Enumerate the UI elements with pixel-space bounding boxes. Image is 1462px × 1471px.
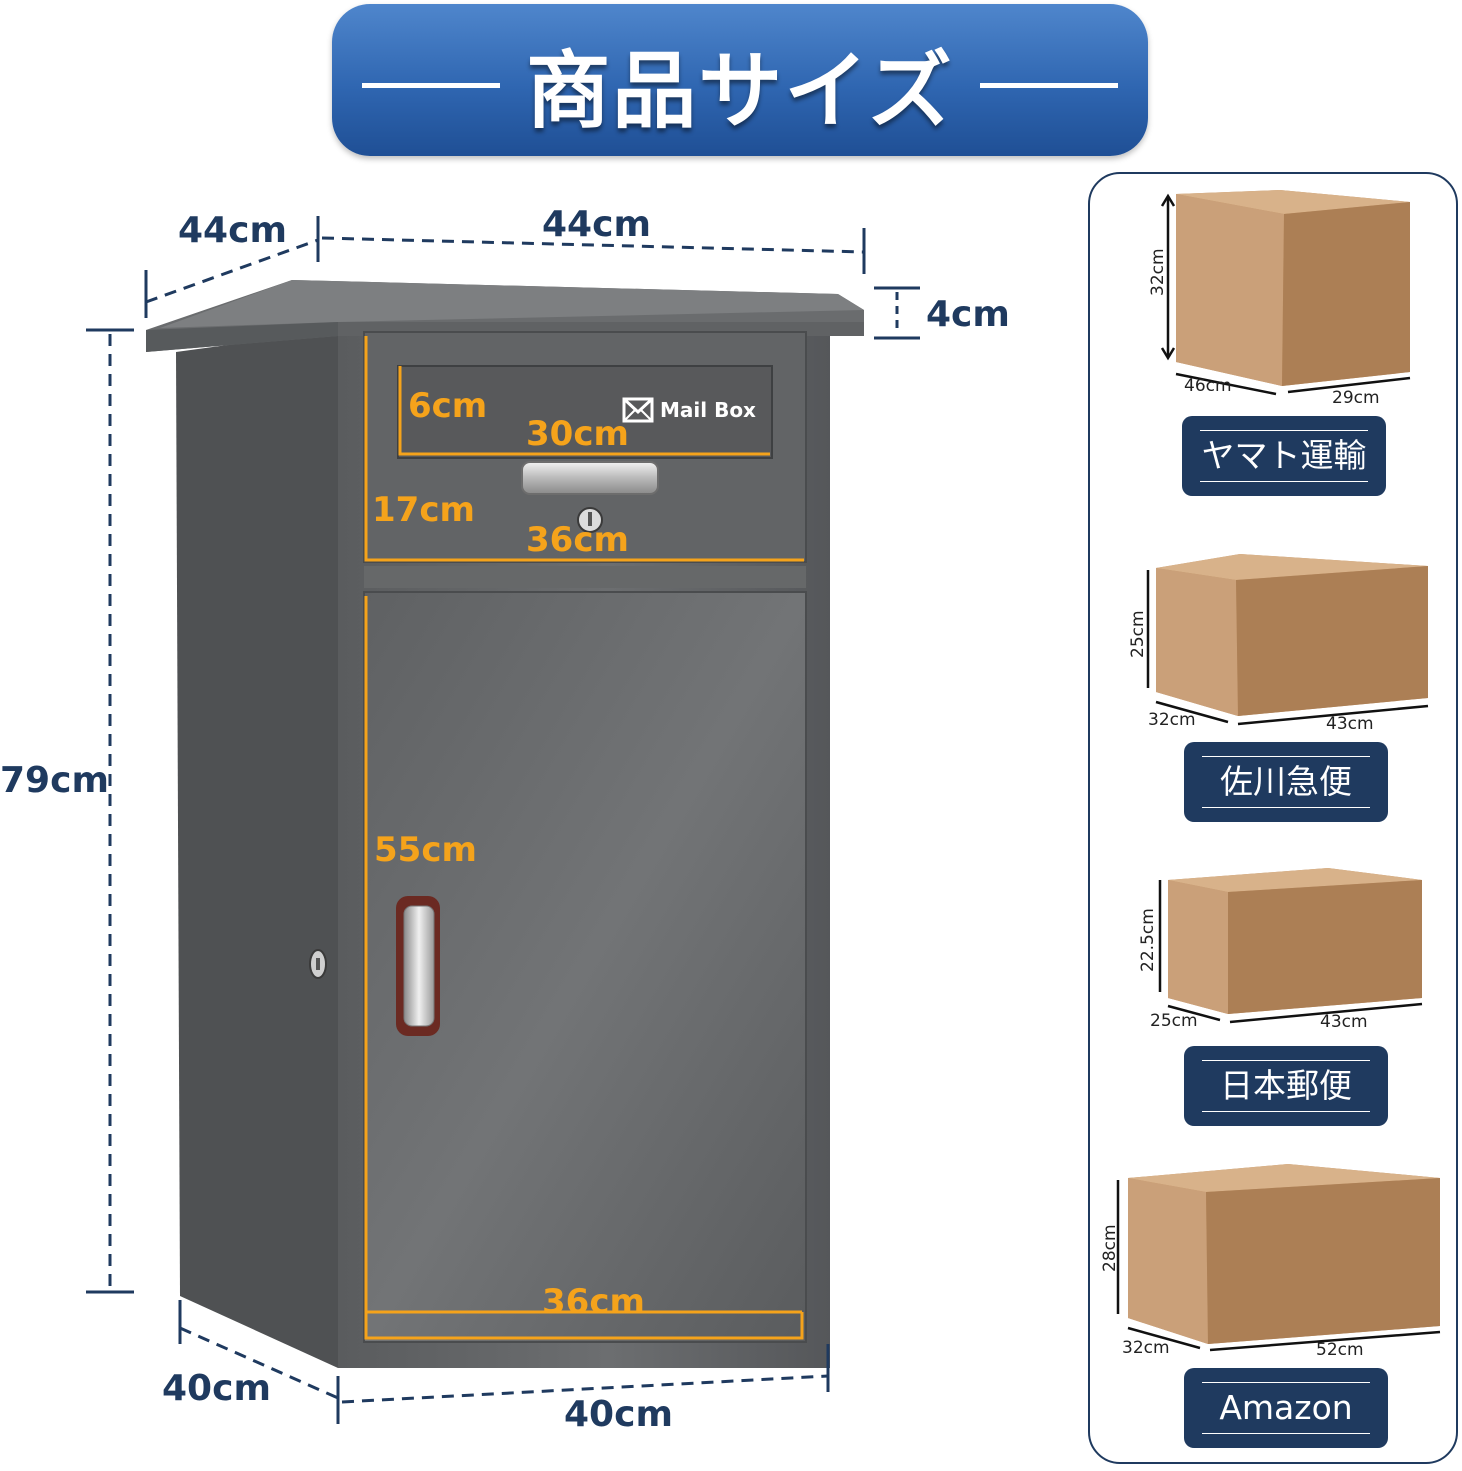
title-banner: 商品サイズ <box>332 4 1148 156</box>
box1-height: 32cm <box>1148 248 1168 296</box>
dim-base-depth: 40cm <box>162 1368 271 1409</box>
box2-depth: 32cm <box>1148 710 1196 730</box>
dim-drawer-width: 36cm <box>526 520 629 560</box>
page-title: 商品サイズ <box>526 42 954 140</box>
carrier-label-japanpost: 日本郵便 <box>1184 1046 1388 1126</box>
box3-depth: 25cm <box>1150 1011 1198 1031</box>
dim-roof-height: 4cm <box>926 294 1010 335</box>
banner-line-right <box>980 83 1118 88</box>
box2-height: 25cm <box>1128 610 1148 658</box>
box2-width: 43cm <box>1326 714 1374 734</box>
dim-drawer-height: 17cm <box>372 490 475 530</box>
dim-base-width: 40cm <box>564 1394 673 1435</box>
mailbox-illustration <box>86 216 920 1424</box>
dim-top-width: 44cm <box>542 204 651 245</box>
mailbox-side-panel <box>176 330 338 1368</box>
side-lock-icon <box>309 949 327 979</box>
mailbox-divider <box>364 566 806 588</box>
dim-door-width: 36cm <box>542 1282 645 1322</box>
carrier-boxes-illustration <box>1116 190 1441 1352</box>
box3-width: 43cm <box>1320 1012 1368 1032</box>
box1-width: 29cm <box>1332 388 1380 408</box>
dim-slot-width: 30cm <box>526 414 629 454</box>
mailbox-door <box>363 591 807 1343</box>
drawer-lock-icon <box>577 507 603 533</box>
dim-door-height: 55cm <box>374 830 477 870</box>
envelope-icon <box>622 397 654 423</box>
box-sagawa <box>1146 554 1429 726</box>
carrier-label-sagawa: 佐川急便 <box>1184 742 1388 822</box>
carrier-label-amazon: Amazon <box>1184 1368 1388 1448</box>
box4-width: 52cm <box>1316 1340 1364 1360</box>
box4-height: 28cm <box>1100 1224 1120 1272</box>
dim-top-depth: 44cm <box>178 210 287 251</box>
box4-depth: 32cm <box>1122 1338 1170 1358</box>
box1-depth: 46cm <box>1184 376 1232 396</box>
dim-slot-height: 6cm <box>408 386 488 426</box>
dimension-lines <box>86 216 920 1424</box>
door-handle <box>396 896 440 1036</box>
box-amazon <box>1116 1164 1441 1352</box>
banner-line-left <box>362 83 500 88</box>
mailbox-label: Mail Box <box>660 398 756 422</box>
mailbox-drawer <box>363 331 807 563</box>
box-japanpost <box>1158 868 1423 1024</box>
dim-total-height: 79cm <box>0 760 109 801</box>
drawer-handle <box>521 461 659 495</box>
carrier-label-yamato: ヤマト運輸 <box>1182 416 1386 496</box>
box-yamato <box>1160 190 1411 396</box>
box3-height: 22.5cm <box>1138 908 1158 972</box>
